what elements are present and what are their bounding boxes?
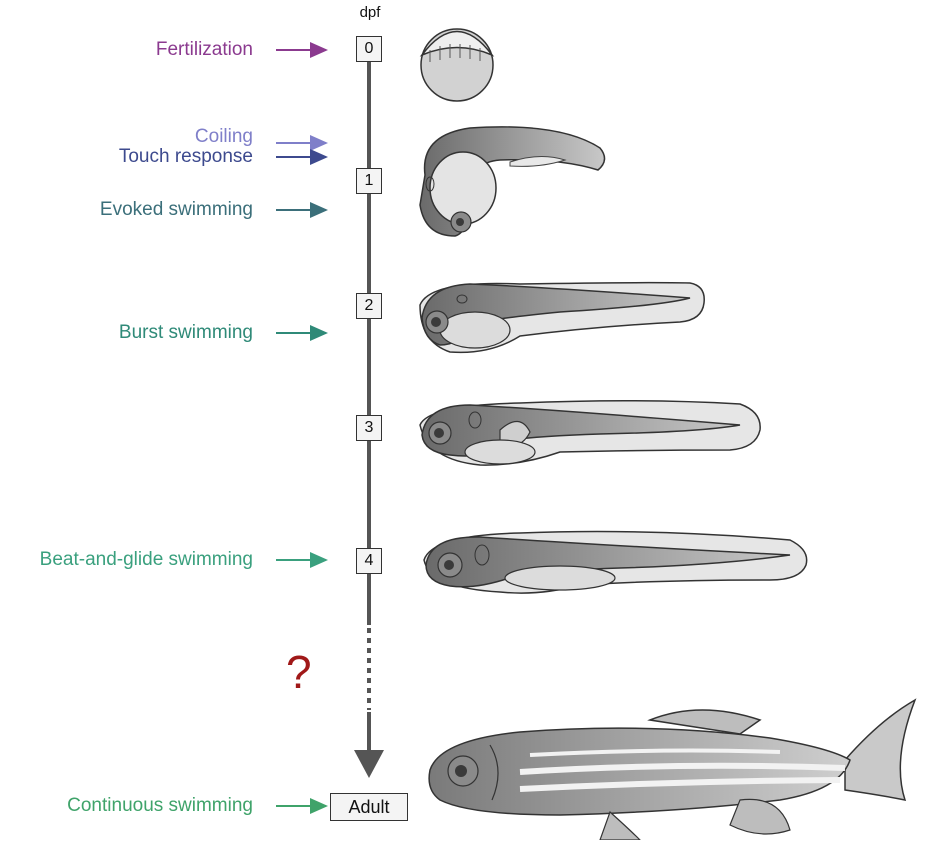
larva-2dpf	[420, 283, 704, 353]
behavior-fertilization: Fertilization	[156, 39, 253, 61]
behavior-burst-swimming: Burst swimming	[119, 322, 253, 344]
stage-box-2: 2	[356, 293, 382, 319]
behavior-coiling: Coiling	[195, 126, 253, 148]
stage-box-3: 3	[356, 415, 382, 441]
stage-box-4: 4	[356, 548, 382, 574]
stage-box-1: 1	[356, 168, 382, 194]
embryo-0dpf	[421, 29, 493, 101]
unknown-question-mark: ?	[286, 645, 312, 699]
behavior-evoked-swimming: Evoked swimming	[100, 199, 253, 221]
adult-fish	[429, 700, 915, 840]
larva-3dpf	[420, 401, 760, 465]
stage-box-adult: Adult	[330, 793, 408, 821]
behavior-continuous-swimming: Continuous swimming	[67, 795, 253, 817]
stage-box-0: 0	[356, 36, 382, 62]
timeline-arrowhead	[354, 750, 384, 778]
axis-unit-label: dpf	[355, 4, 385, 21]
embryo-1dpf	[420, 127, 605, 236]
behavior-touch-response: Touch response	[119, 146, 253, 168]
larva-4dpf	[424, 532, 807, 594]
behavior-beat-and-glide: Beat-and-glide swimming	[40, 549, 253, 571]
